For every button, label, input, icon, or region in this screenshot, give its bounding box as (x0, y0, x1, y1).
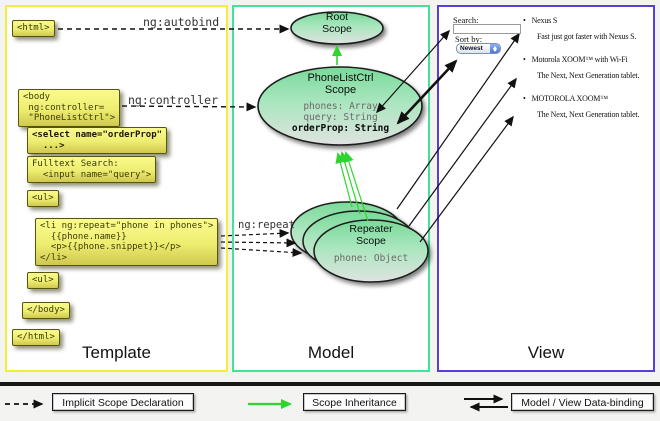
code-box-ul-close: <ul> (27, 272, 59, 289)
model-column: Model (232, 5, 430, 372)
code-box-li-repeat: <li ng:repeat="phone in phones"> {{phone… (35, 218, 219, 266)
bullet-icon: • (523, 55, 526, 64)
search-label: Search: (453, 15, 479, 25)
ng-controller-label: ng:controller (128, 93, 219, 107)
legend-implicit-scope-declaration: Implicit Scope Declaration (52, 393, 194, 411)
search-input[interactable] (453, 24, 521, 34)
double-arrow-icon (464, 394, 508, 412)
code-box-ul-open: <ul> (27, 190, 59, 207)
prop-phones: phones: Array (303, 101, 378, 112)
list-item-name: •Motorola XOOM™ with Wi-Fi (523, 55, 628, 64)
repeater-scope-title: Repeater Scope (349, 223, 393, 247)
view-column-label: View (527, 343, 565, 362)
list-item-desc: The Next, Next Generation tablet. (537, 110, 640, 119)
prop-phone: phone: Object (333, 253, 409, 264)
list-item-desc: The Next, Next Generation tablet. (537, 71, 640, 80)
bullet-icon: • (523, 94, 526, 103)
green-arrow-icon (248, 399, 292, 409)
list-item-desc: Fast just got faster with Nexus S. (537, 32, 637, 41)
list-item-name: •Nexus S (523, 16, 558, 25)
code-box-body-open: <body ng:controller= "PhoneListCtrl"> (18, 89, 121, 127)
prop-query: query: String (303, 112, 378, 123)
prop-orderprop: orderProp: String (291, 123, 390, 134)
ng-repeat-label: ng:repeat (238, 219, 295, 231)
phonelistctrl-scope-title: PhoneListCtrl Scope (307, 72, 374, 96)
code-box-select: <select name="orderProp" ...> (27, 127, 168, 154)
code-box-fulltext-search: Fulltext Search: <input name="query"> (27, 156, 157, 183)
dashed-arrow-icon (5, 399, 44, 409)
sort-dropdown[interactable]: Newest (456, 43, 501, 54)
code-box-body-close: </body> (22, 302, 70, 319)
bullet-icon: • (523, 16, 526, 25)
dropdown-stepper-icon (490, 44, 500, 53)
ng-autobind-label: ng:autobind (143, 15, 220, 29)
code-box-html-open: <html> (12, 20, 55, 37)
root-scope-title: Root Scope (322, 11, 352, 35)
code-box-html-close: </html> (12, 329, 60, 346)
legend-separator-line (0, 382, 660, 386)
template-column-label: Template (82, 343, 151, 362)
legend-model-view-data-binding: Model / View Data-binding (511, 393, 654, 411)
sort-dropdown-value: Newest (460, 45, 483, 52)
model-column-label: Model (307, 343, 355, 362)
list-item-name: •MOTOROLA XOOM™ (523, 94, 608, 103)
legend-scope-inheritance: Scope Inheritance (303, 393, 406, 411)
